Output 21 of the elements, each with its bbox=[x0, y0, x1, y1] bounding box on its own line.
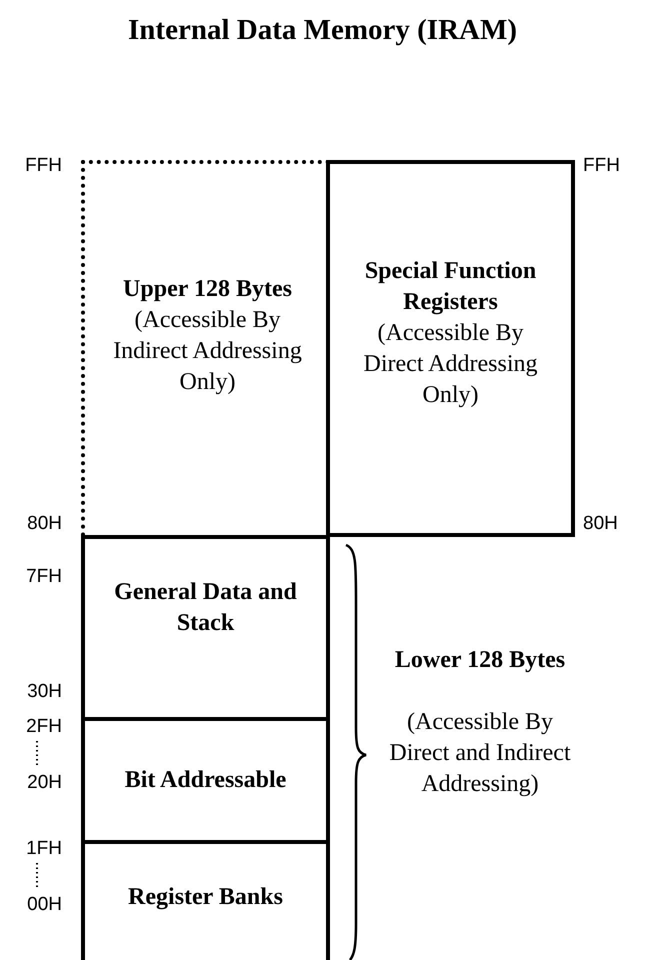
region-title: Register Banks bbox=[128, 882, 283, 912]
region-title: Special Function Registers bbox=[364, 257, 538, 317]
region-description: (Accessible By Direct and Indirect Addressing) bbox=[388, 708, 572, 799]
title: Internal Data Memory (IRAM) bbox=[127, 13, 518, 48]
address-label: 7FH bbox=[25, 566, 62, 588]
address-label: FFH bbox=[583, 155, 621, 177]
address-label: 30H bbox=[26, 681, 62, 703]
region-description: (Accessible By Direct Addressing Only) bbox=[362, 319, 538, 410]
address-label: 20H bbox=[26, 772, 62, 794]
address-label: 2FH bbox=[25, 716, 62, 738]
region-title: Lower 128 Bytes bbox=[394, 646, 566, 675]
address-label: 00H bbox=[26, 894, 62, 916]
region-description: (Accessible By Indirect Addressing Only) bbox=[112, 306, 303, 396]
region-title: Upper 128 Bytes bbox=[123, 274, 292, 304]
address-label: 1FH bbox=[25, 838, 62, 860]
address-label: 80H bbox=[583, 513, 619, 535]
region-title: General Data and Stack bbox=[113, 578, 298, 638]
region-title: Bit Addressable bbox=[124, 766, 286, 795]
address-label: FFH bbox=[24, 155, 62, 177]
address-label: 80H bbox=[26, 513, 62, 535]
memory-region bbox=[326, 160, 575, 537]
